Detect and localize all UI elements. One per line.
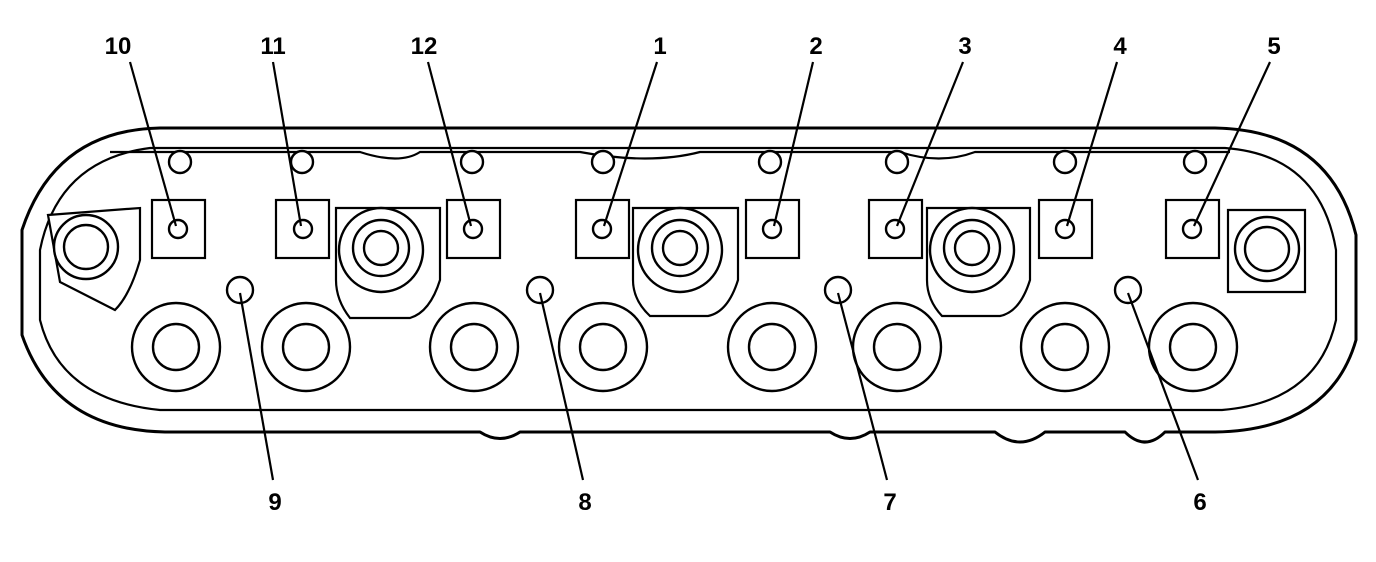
top-hole [1182, 149, 1208, 175]
top-hole [289, 149, 315, 175]
leader-9 [238, 292, 275, 481]
callout-7: 7 [883, 489, 896, 516]
port [726, 301, 818, 393]
bolt-hole-8 [525, 275, 555, 305]
port [260, 301, 352, 393]
port [557, 301, 649, 393]
leader-10 [128, 61, 178, 227]
bolt-hole-7 [823, 275, 853, 305]
leader-8 [538, 292, 585, 481]
top-hole [590, 149, 616, 175]
right-end-boss [1226, 208, 1307, 294]
leader-lines [128, 61, 1271, 481]
callout-11: 11 [260, 33, 285, 60]
callout-4: 4 [1113, 33, 1127, 60]
callout-2: 2 [809, 33, 822, 60]
top-hole [1052, 149, 1078, 175]
top-hole [757, 149, 783, 175]
callout-12: 12 [411, 33, 438, 60]
bolt-pad-2 [744, 198, 801, 260]
leader-4 [1065, 61, 1119, 227]
head-inner-outline [38, 146, 1338, 412]
center-boss [925, 206, 1032, 318]
port [851, 301, 943, 393]
callouts-bottom: 9 8 7 6 [268, 489, 1206, 516]
top-hole [884, 149, 910, 175]
port [1019, 301, 1111, 393]
bolt-pad-5 [1164, 198, 1221, 260]
callout-5: 5 [1267, 33, 1280, 60]
center-bosses [334, 206, 1032, 320]
bolt-pad-12 [445, 198, 502, 260]
callout-1: 1 [653, 33, 666, 60]
bolt-pad-10 [150, 198, 207, 260]
bolt-pad-4 [1037, 198, 1094, 260]
callout-3: 3 [958, 33, 971, 60]
bottom-bolt-holes [225, 275, 1143, 305]
leader-7 [836, 292, 889, 481]
bolt-pad-1 [574, 198, 631, 260]
leader-3 [895, 61, 965, 227]
bolt-hole-6 [1113, 275, 1143, 305]
leader-5 [1193, 61, 1271, 227]
leader-1 [602, 61, 659, 227]
top-hole [459, 149, 485, 175]
lower-ports [130, 301, 1239, 393]
leader-6 [1126, 292, 1200, 481]
callouts-top: 10 11 12 1 2 3 4 5 [105, 33, 1281, 60]
callout-8: 8 [578, 489, 591, 516]
port [1147, 301, 1239, 393]
callout-6: 6 [1193, 489, 1206, 516]
leader-2 [772, 61, 815, 227]
bolt-hole-9 [225, 275, 255, 305]
left-end-boss [46, 206, 142, 312]
head-outline [20, 126, 1358, 444]
top-hole [167, 149, 193, 175]
callout-9: 9 [268, 489, 281, 516]
top-bolt-pads [150, 198, 1221, 260]
callout-10: 10 [105, 33, 132, 60]
top-holes [167, 149, 1208, 175]
bolt-pad-3 [867, 198, 924, 260]
leader-11 [271, 61, 303, 227]
port [428, 301, 520, 393]
leader-12 [426, 61, 473, 227]
port [130, 301, 222, 393]
head-top-ledge [110, 150, 1230, 160]
center-boss [334, 206, 442, 320]
bolt-pad-11 [274, 198, 331, 260]
center-boss [631, 206, 740, 318]
